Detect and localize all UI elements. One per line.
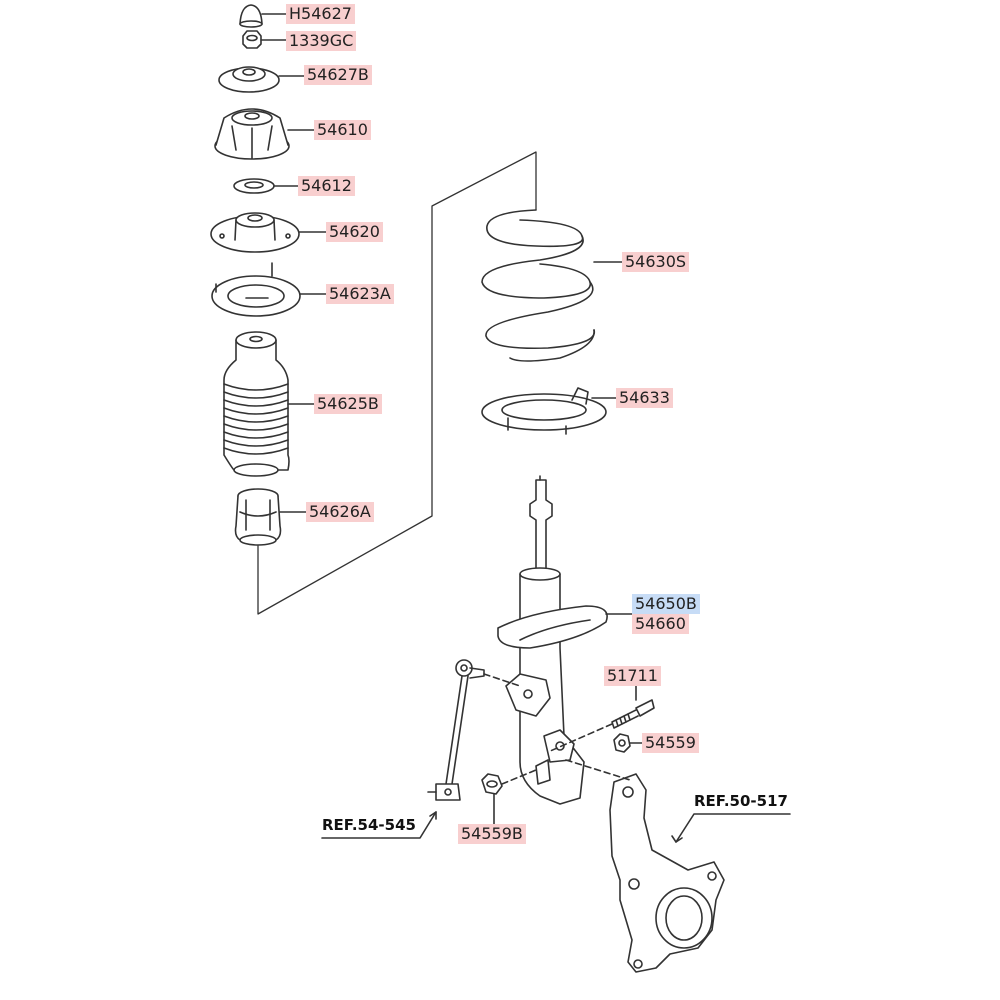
- label-54650b[interactable]: 54650B: [632, 594, 700, 614]
- label-54612[interactable]: 54612: [298, 176, 355, 196]
- lock-nut-part[interactable]: [242, 30, 287, 49]
- nut-54559b-part[interactable]: [481, 769, 537, 825]
- bolt-part[interactable]: [547, 685, 655, 753]
- label-54630s[interactable]: 54630S: [622, 252, 690, 272]
- bump-cap-part[interactable]: [239, 4, 287, 28]
- label-54625b[interactable]: 54625B: [314, 394, 382, 414]
- strut-bearing-part[interactable]: [210, 212, 327, 253]
- label-54559b[interactable]: 54559B: [458, 824, 526, 844]
- label-54620[interactable]: 54620: [326, 222, 383, 242]
- label-54633[interactable]: 54633: [616, 388, 673, 408]
- steering-knuckle-part[interactable]: [565, 759, 791, 973]
- label-51711[interactable]: 51711: [604, 666, 661, 686]
- ref-54-545-label[interactable]: REF.54-545: [322, 816, 416, 834]
- nut-54559-part[interactable]: [613, 733, 643, 753]
- label-54626a[interactable]: 54626A: [306, 502, 374, 522]
- ref-54-545-leader: [321, 811, 437, 839]
- dust-cover-part[interactable]: [223, 331, 315, 477]
- bump-stopper-part[interactable]: [234, 488, 307, 546]
- label-54559[interactable]: 54559: [642, 733, 699, 753]
- assembly-outline: [257, 151, 537, 615]
- label-54623a[interactable]: 54623A: [326, 284, 394, 304]
- upper-spring-seat-part[interactable]: [211, 262, 327, 317]
- label-54627b[interactable]: 54627B: [304, 65, 372, 85]
- label-h54627[interactable]: H54627: [286, 4, 355, 24]
- label-54660[interactable]: 54660: [632, 614, 689, 634]
- bearing-washer-part[interactable]: [233, 178, 299, 194]
- lower-spring-pad-part[interactable]: [481, 387, 617, 435]
- coil-spring-part[interactable]: [481, 209, 623, 362]
- stabilizer-link-part[interactable]: [427, 659, 521, 801]
- ref-50-517-label[interactable]: REF.50-517: [694, 792, 788, 810]
- label-1339gc[interactable]: 1339GC: [286, 31, 357, 51]
- label-54610[interactable]: 54610: [314, 120, 371, 140]
- washer-54627b-part[interactable]: [218, 66, 305, 93]
- strut-assembly-part[interactable]: [497, 475, 633, 805]
- strut-mount-insulator-part[interactable]: [214, 108, 315, 160]
